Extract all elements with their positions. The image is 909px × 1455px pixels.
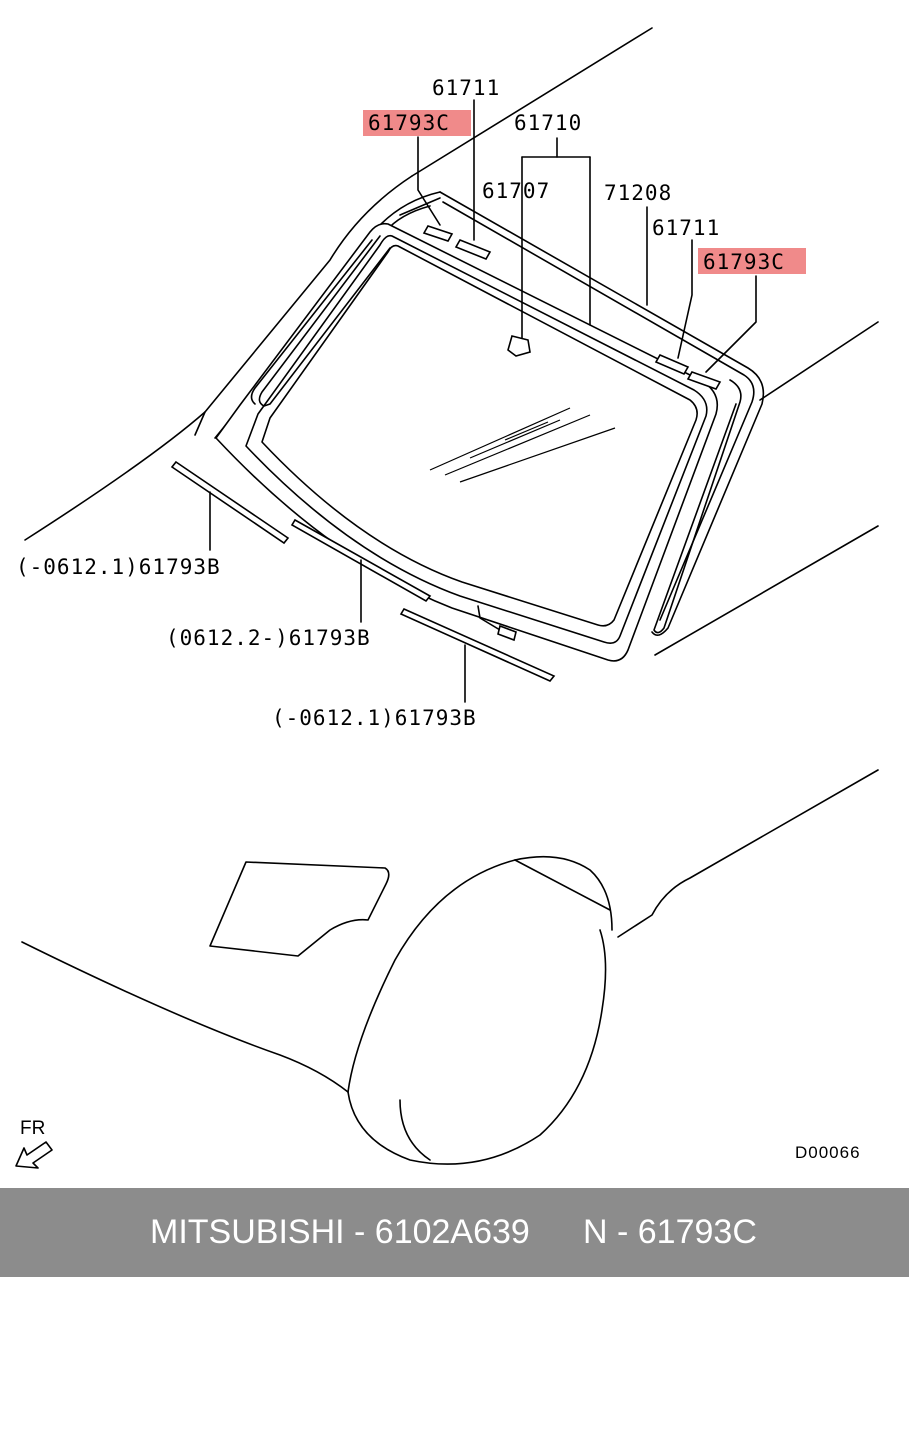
highlight-61793C-right <box>698 248 806 274</box>
windshield-frame <box>214 191 765 662</box>
label-61711-top: 61711 <box>432 76 500 100</box>
label-61793B-a: (-0612.1)61793B <box>16 555 221 579</box>
label-61793B-c: (-0612.1)61793B <box>272 706 477 730</box>
label-71208: 71208 <box>604 181 672 205</box>
vehicle-body-outline <box>24 27 879 656</box>
label-61711-right: 61711 <box>652 216 720 240</box>
label-61793B-b: (0612.2-)61793B <box>166 626 371 650</box>
front-direction-indicator: FR <box>15 1118 53 1169</box>
footer-brand-part: MITSUBISHI - 6102A639 <box>150 1213 530 1251</box>
footer-part-ref: N - 61793C <box>583 1213 757 1251</box>
label-61707: 61707 <box>482 179 550 203</box>
adhesive-pads <box>422 225 722 390</box>
highlight-61793C-top <box>363 110 471 136</box>
fr-arrow-icon <box>15 1141 53 1169</box>
mirror-base <box>507 335 531 357</box>
fr-label: FR <box>20 1118 45 1139</box>
sensor-harness <box>477 605 517 642</box>
label-61793C-top: 61793C <box>368 111 450 135</box>
label-61793C-right: 61793C <box>703 250 785 274</box>
label-61710: 61710 <box>514 111 582 135</box>
footer-bar: MITSUBISHI - 6102A639 N - 61793C <box>0 1188 909 1277</box>
part-labels: 61711 61793C 61710 61707 71208 61711 617… <box>16 76 806 730</box>
leader-lines <box>209 99 757 703</box>
windshield-parts-diagram: 61711 61793C 61710 61707 71208 61711 617… <box>15 27 879 1169</box>
diagram-code: D00066 <box>795 1143 861 1162</box>
vehicle-front-outline <box>21 769 879 1165</box>
